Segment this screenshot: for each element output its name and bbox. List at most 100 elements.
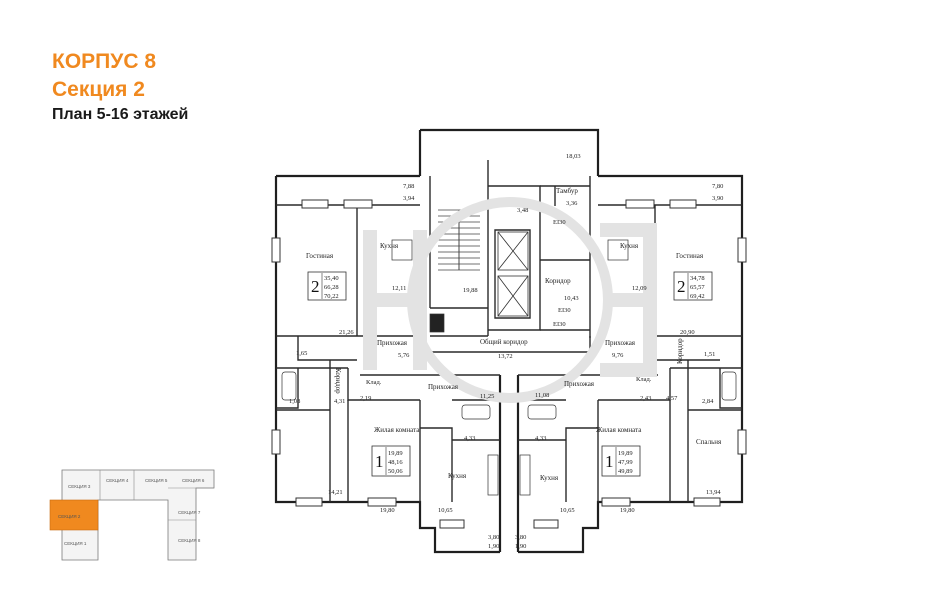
apartment-area-with-balcony: 70,22	[324, 293, 339, 300]
keyplan-section-6[interactable]: СЕКЦИЯ 6	[182, 478, 205, 483]
area-3-80-left: 3,80	[488, 534, 499, 541]
room-label-storage-right: Клад.	[636, 376, 652, 383]
apartment-living-area: 19,89	[388, 450, 403, 457]
keyplan-section-8[interactable]: СЕКЦИЯ 8	[178, 538, 201, 543]
door-rating-2: EI30	[553, 321, 566, 328]
keyplan-section-2[interactable]: СЕКЦИЯ 2	[58, 514, 81, 519]
plan-title: План 5-16 этажей	[52, 106, 189, 123]
area-11-08: 11,08	[535, 392, 549, 399]
area-13-94: 13,94	[706, 489, 721, 496]
area-4-33-right: 4,33	[535, 435, 546, 442]
apartment-block-left-1: 1 19,89 48,16 50,06	[371, 445, 411, 477]
area-10-65-right: 10,65	[560, 507, 575, 514]
apartment-total-area: 47,99	[618, 459, 633, 466]
keyplan-section-3[interactable]: СЕКЦИЯ 3	[68, 484, 91, 489]
area-21-26: 21,26	[339, 329, 354, 336]
area-19-80-right: 19,80	[620, 507, 635, 514]
area-1-90-left: 1,90	[488, 543, 499, 550]
area-1-90-right: 1,90	[515, 543, 526, 550]
room-label-living-right: Гостиная	[676, 252, 704, 260]
apartment-block-right-2: 2 34,78 65,57 69,42	[673, 271, 713, 301]
area-12-11: 12,11	[392, 285, 406, 292]
area-2-84: 2,84	[702, 398, 714, 405]
area-20-90: 20,90	[680, 329, 695, 336]
keyplan-section-4[interactable]: СЕКЦИЯ 4	[106, 478, 129, 483]
area-3-80-right: 3,80	[515, 534, 526, 541]
apartment-rooms: 2	[311, 277, 320, 296]
area-19-88: 19,88	[463, 287, 478, 294]
door-rating-1: EI30	[553, 219, 566, 226]
area-3-36: 3,36	[566, 200, 578, 207]
keyplan-section-5[interactable]: СЕКЦИЯ 5	[145, 478, 168, 483]
area-4-31: 4,31	[334, 398, 345, 405]
area-7-80: 7,80	[712, 183, 723, 190]
apartment-total-area: 48,16	[388, 459, 403, 466]
apartment-living-area: 19,89	[618, 450, 633, 457]
room-label-hall-left2: Прихожая	[428, 383, 459, 391]
area-19-80-left: 19,80	[380, 507, 395, 514]
area-1-51: 1,51	[704, 351, 715, 358]
room-label-kitchen-left2: Кухня	[448, 472, 467, 480]
outer-walls	[274, 128, 744, 554]
room-label-common-corridor: Общий коридор	[480, 338, 528, 346]
room-label-corridor-left: Коридор	[334, 368, 342, 394]
room-label-hall-right2: Прихожая	[564, 380, 595, 388]
area-3-90: 3,90	[712, 195, 723, 202]
area-2-43: 2,43	[640, 395, 651, 402]
area-3-48: 3,48	[517, 207, 528, 214]
room-label-bedroom-right: Жилая комната	[596, 426, 642, 434]
apartment-block-right-1: 1 19,89 47,99 49,89	[601, 445, 641, 477]
apartment-living-area: 35,40	[324, 275, 339, 282]
area-18-03: 18,03	[566, 153, 581, 160]
keyplan-section-7[interactable]: СЕКЦИЯ 7	[178, 510, 201, 515]
area-1-08: 1,08	[289, 398, 300, 405]
area-4-57: 4,57	[666, 395, 678, 402]
room-label-living-left: Гостиная	[306, 252, 334, 260]
room-label-hall-right: Прихожая	[605, 339, 636, 347]
building-title: КОРПУС 8	[52, 50, 156, 73]
door-rating-3: EI30	[558, 307, 571, 314]
area-7-88: 7,88	[403, 183, 414, 190]
apartment-rooms: 2	[677, 277, 686, 296]
apartment-area-with-balcony: 50,06	[388, 468, 403, 475]
room-label-corridor-right: Коридор	[676, 338, 684, 364]
apartment-area-with-balcony: 69,42	[690, 293, 705, 300]
room-label-bedroom-right2: Спальня	[696, 438, 722, 446]
apartment-area-with-balcony: 49,89	[618, 468, 633, 475]
room-label-hall-left: Прихожая	[377, 339, 408, 347]
room-label-kitchen-left: Кухня	[380, 242, 399, 250]
room-label-kitchen-right: Кухня	[620, 242, 639, 250]
area-14-21: 14,21	[328, 489, 343, 496]
area-5-76: 5,76	[398, 352, 410, 359]
apartment-living-area: 34,78	[690, 275, 705, 282]
fixtures	[281, 239, 737, 496]
room-label-corridor-center: Коридор	[545, 277, 571, 285]
area-12-09: 12,09	[632, 285, 647, 292]
apartment-block-left-2: 2 35,40 66,28 70,22	[307, 271, 347, 301]
title-block: КОРПУС 8 Секция 2 План 5-16 этажей	[52, 48, 188, 126]
windows	[271, 199, 747, 529]
area-10-43: 10,43	[564, 295, 579, 302]
room-label-kitchen-right2: Кухня	[540, 474, 559, 482]
elevator-shafts	[497, 231, 529, 317]
area-11-25: 11,25	[480, 393, 494, 400]
room-label-vestibule: Тамбур	[556, 187, 578, 195]
apartment-total-area: 65,57	[690, 284, 705, 291]
area-4-33-left: 4,33	[464, 435, 475, 442]
key-plan-highlight[interactable]	[49, 499, 99, 531]
apartment-total-area: 66,28	[324, 284, 339, 291]
section-title: Секция 2	[52, 78, 145, 101]
room-label-storage-left: Клад.	[366, 379, 382, 386]
area-13-72: 13,72	[498, 353, 513, 360]
area-3-94: 3,94	[403, 195, 415, 202]
apartment-rooms: 1	[375, 452, 384, 471]
area-9-76: 9,76	[612, 352, 624, 359]
watermark-logo	[363, 197, 657, 403]
keyplan-section-1[interactable]: СЕКЦИЯ 1	[64, 541, 87, 546]
room-label-bedroom-left: Жилая комната	[374, 426, 420, 434]
apartment-rooms: 1	[605, 452, 614, 471]
area-1-65: 1,65	[296, 350, 307, 357]
key-plan: СЕКЦИЯ 3 СЕКЦИЯ 4 СЕКЦИЯ 5 СЕКЦИЯ 6 СЕКЦ…	[49, 469, 215, 561]
area-10-65-left: 10,65	[438, 507, 453, 514]
